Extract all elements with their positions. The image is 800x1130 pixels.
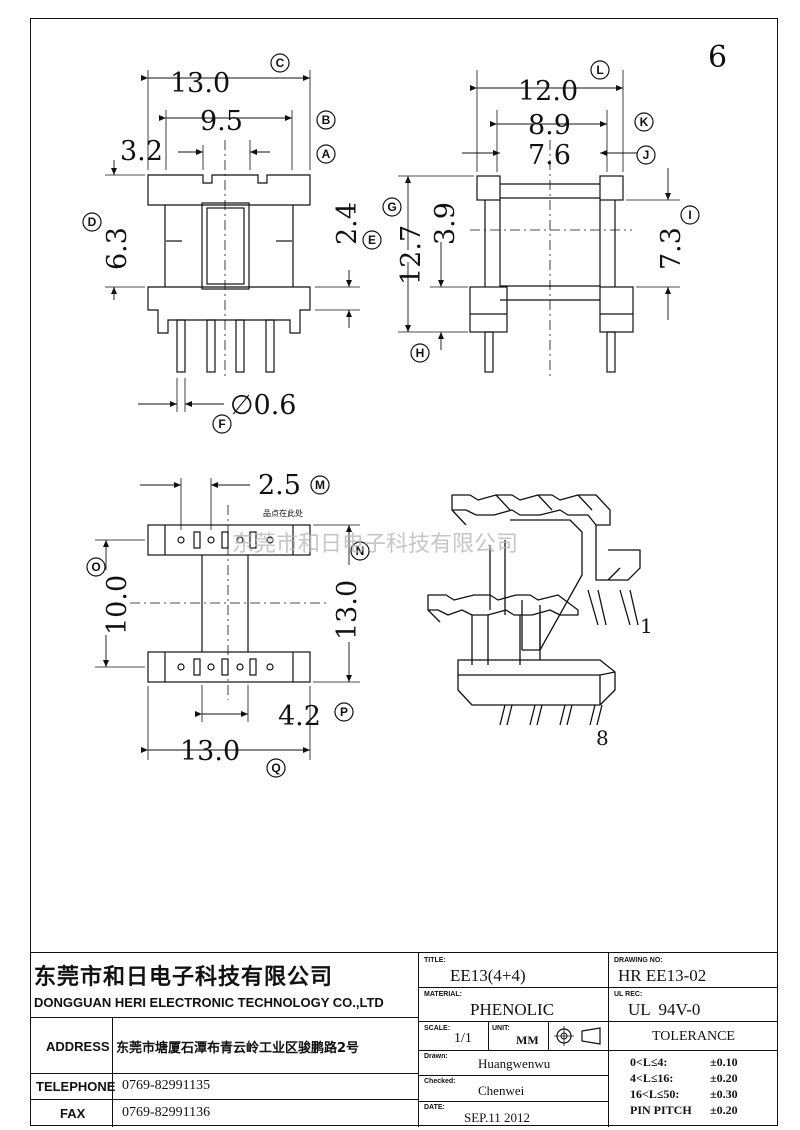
svg-text:J: J (643, 148, 650, 162)
telephone-label: TELEPHONE (36, 1079, 116, 1094)
pin-label-last: 8 (596, 726, 609, 750)
drawing-frame (30, 18, 778, 1126)
technical-drawing: 13.0 9.5 3.2 6.3 2.4 ∅0.6 12.0 8.9 7.6 1… (82, 53, 700, 778)
svg-text:H: H (416, 346, 425, 360)
callout-o: O (86, 557, 106, 577)
checked-label: Checked: (424, 1078, 456, 1085)
dim-q-value: 13.0 (180, 736, 240, 767)
tolerance-row: 4<L≤16: ±0.20 (630, 1071, 738, 1085)
ul-rec-value: UL 94V-0 (628, 1000, 701, 1019)
scale-label: SCALE: (424, 1025, 451, 1032)
drawn-label: Drawn: (424, 1053, 448, 1060)
dim-o-value: 10.0 (102, 575, 133, 635)
tolerance-row: 0<L≤4: ±0.10 (630, 1055, 738, 1069)
fax-label: FAX (60, 1106, 86, 1121)
callout-p: P (334, 702, 354, 722)
svg-text:L: L (596, 63, 603, 77)
svg-text:K: K (640, 115, 649, 129)
watermark: 东莞市和日电子科技有限公司 (232, 532, 518, 557)
checked-value: Chenwei (478, 1083, 525, 1098)
callout-j: J (636, 145, 656, 165)
pin-label-first: 1 (640, 614, 653, 638)
company-name-cn: 东莞市和日电子科技有限公司 (34, 965, 334, 990)
dim-h-value: 3.9 (430, 202, 461, 245)
callout-e: E (362, 230, 382, 250)
callout-l: L (590, 60, 610, 80)
address-label: ADDRESS (46, 1039, 110, 1054)
dimension-values: 13.0 9.5 3.2 6.3 2.4 ∅0.6 12.0 8.9 7.6 1… (102, 68, 687, 767)
small-note: 品点在此处 (263, 508, 303, 518)
side-view (398, 70, 680, 380)
front-view (105, 70, 360, 412)
dim-i-value: 7.3 (656, 227, 687, 270)
svg-text:G: G (387, 200, 396, 214)
scale-value: 1/1 (454, 1031, 472, 1046)
callout-q: Q (266, 758, 286, 778)
svg-text:Q: Q (271, 761, 280, 775)
sheet-number: 6 (708, 40, 728, 75)
drawing-no-value: HR EE13-02 (618, 966, 707, 985)
dim-e-value: 2.4 (332, 202, 363, 245)
dim-p-value: 4.2 (278, 701, 321, 732)
svg-text:O: O (91, 560, 100, 574)
projection-symbol-icon (554, 1026, 601, 1046)
svg-text:I: I (688, 208, 691, 222)
tolerance-row: PIN PITCH ±0.20 (630, 1103, 738, 1117)
tolerance-row: 16<L≤50: ±0.30 (630, 1087, 738, 1101)
dim-m-value: 2.5 (258, 470, 301, 501)
dim-j-value: 7.6 (528, 140, 571, 171)
dim-n-value: 13.0 (332, 580, 363, 640)
drawing-no-label: DRAWING NO: (614, 957, 663, 964)
dim-c-value: 13.0 (170, 68, 230, 99)
drawn-value: Huangwenwu (478, 1056, 551, 1071)
material-label: MATERIAL: (424, 991, 462, 998)
dim-a-value: 3.2 (120, 136, 163, 167)
company-name-en: DONGGUAN HERI ELECTRONIC TECHNOLOGY CO.,… (34, 995, 384, 1010)
svg-text:N: N (356, 544, 365, 558)
svg-text:M: M (315, 478, 325, 492)
ul-rec-label: UL REC: (614, 991, 643, 998)
dim-d-value: 6.3 (102, 227, 133, 270)
tolerance-table: 0<L≤4: ±0.10 4<L≤16: ±0.20 16<L≤50: ±0.3… (630, 1054, 780, 1118)
dim-b-value: 9.5 (200, 106, 243, 137)
telephone-value: 0769-82991135 (122, 1078, 211, 1093)
title-label: TITLE: (424, 957, 446, 964)
callout-k: K (634, 112, 654, 132)
callout-h: H (410, 343, 430, 363)
svg-text:F: F (218, 417, 225, 431)
tolerance-label: TOLERANCE (652, 1029, 735, 1044)
svg-text:E: E (368, 233, 376, 247)
svg-text:C: C (276, 56, 285, 70)
unit-value: MM (516, 1033, 539, 1047)
callout-a: A (316, 144, 336, 164)
dimension-callouts: C B A D E F L K J G H I M O N P Q (82, 53, 700, 778)
callout-c: C (270, 53, 290, 73)
callout-i: I (680, 205, 700, 225)
svg-text:B: B (322, 113, 331, 127)
date-label: DATE: (424, 1104, 445, 1111)
callout-n: N (350, 541, 370, 561)
callout-m: M (310, 475, 330, 495)
address-value: 东莞市塘厦石潭布青云岭工业区骏鹏路2号 (116, 1041, 360, 1056)
dim-f-value: ∅0.6 (230, 390, 296, 421)
dim-k-value: 8.9 (528, 110, 571, 141)
dim-g-value: 12.7 (396, 225, 427, 285)
material-value: PHENOLIC (470, 1000, 555, 1019)
isometric-view (427, 494, 641, 726)
callout-g: G (382, 197, 402, 217)
svg-text:A: A (322, 147, 331, 161)
svg-text:D: D (88, 215, 97, 229)
title-value: EE13(4+4) (450, 966, 526, 985)
fax-value: 0769-82991136 (122, 1105, 211, 1120)
callout-f: F (212, 414, 232, 434)
callout-d: D (82, 212, 102, 232)
dim-l-value: 12.0 (518, 76, 578, 107)
title-block: 东莞市和日电子科技有限公司 DONGGUAN HERI ELECTRONIC T… (30, 952, 778, 1127)
svg-text:P: P (340, 705, 348, 719)
callout-b: B (316, 110, 336, 130)
bottom-view (95, 478, 360, 760)
unit-label: UNIT: (492, 1025, 510, 1032)
date-value: SEP.11 2012 (464, 1110, 530, 1125)
